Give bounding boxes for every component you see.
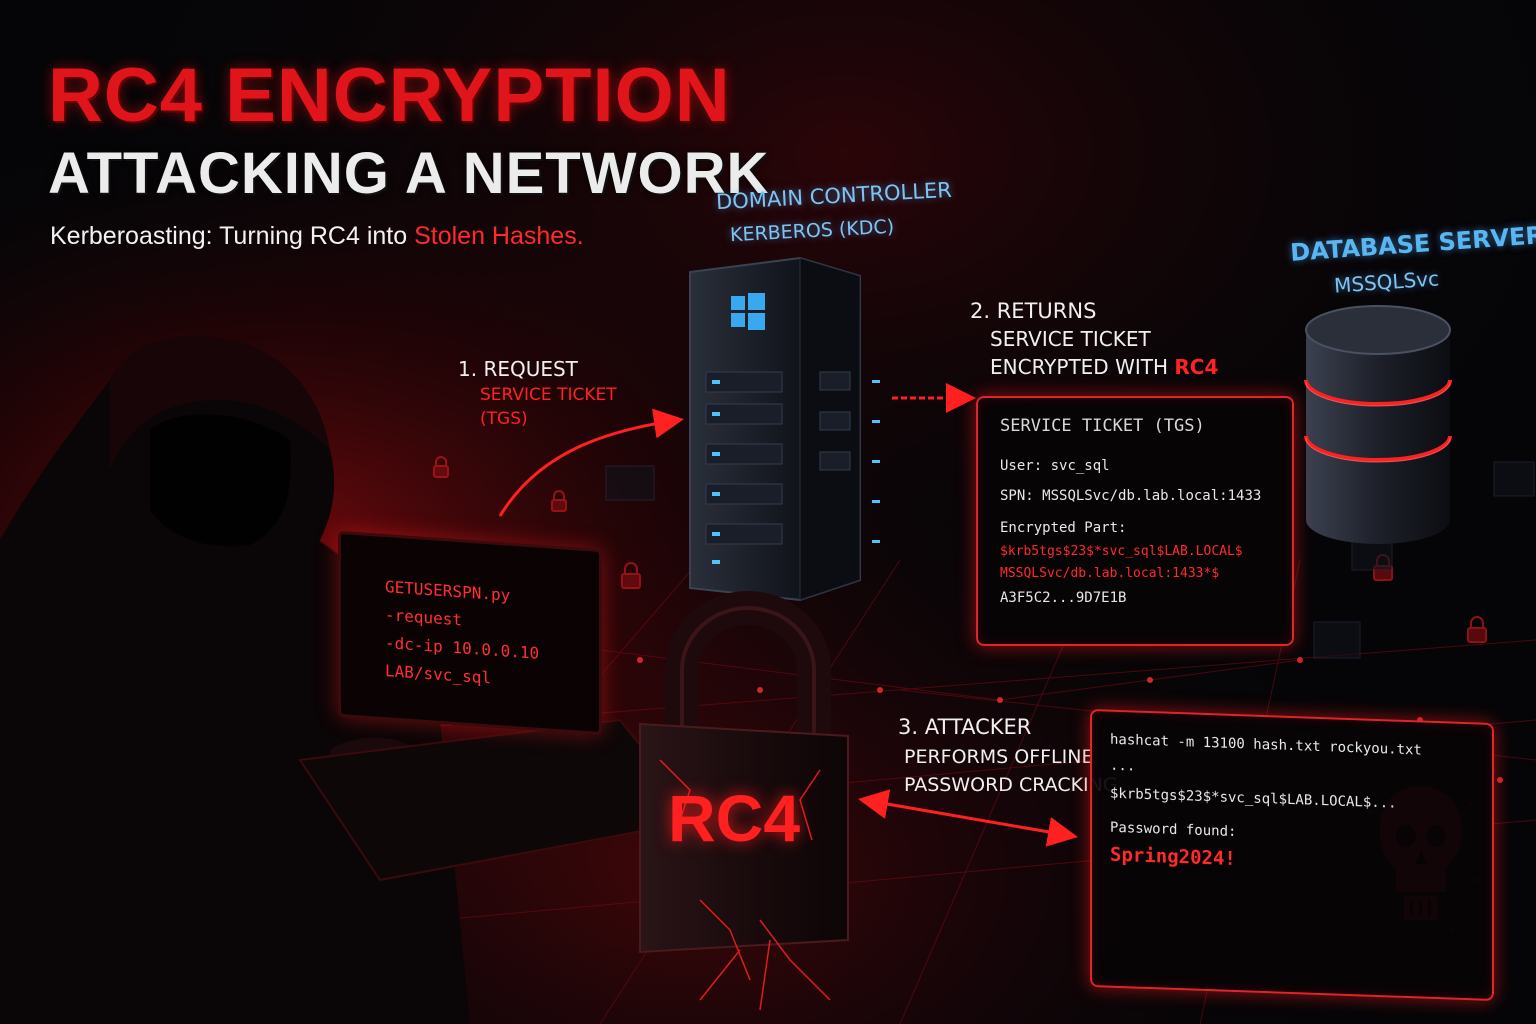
crack-command: hashcat -m 13100 hash.txt rockyou.txt (1110, 731, 1422, 759)
ticket-spn: SPN: MSSQLSvc/db.lab.local:1433 (1000, 488, 1261, 504)
ticket-hash-line-1: $krb5tgs$23$*svc_sql$LAB.LOCAL$ (1000, 544, 1243, 559)
crack-password: Spring2024! (1110, 843, 1236, 871)
step3-number: 3. ATTACKER (898, 715, 1032, 739)
step1-number: 1. REQUEST (458, 357, 578, 381)
service-ticket-panel: SERVICE TICKET (TGS) User: svc_sql SPN: … (976, 396, 1294, 646)
laptop-terminal: GETUSERSPN.py -request -dc-ip 10.0.0.10 … (338, 530, 602, 736)
ticket-spn-value: MSSQLSvc/db.lab.local:1433 (1042, 488, 1262, 504)
ticket-hash-line-2: MSSQLSvc/db.lab.local:1433*$ (1000, 566, 1220, 581)
padlock-icon (639, 591, 849, 1011)
ticket-user-label: User: (1000, 458, 1043, 474)
ticket-user-value: svc_sql (1050, 458, 1110, 474)
step2-line3-prefix: ENCRYPTED WITH (990, 355, 1175, 379)
terminal-line-4: LAB/svc_sql (385, 661, 491, 688)
crack-hash: $krb5tgs$23$*svc_sql$LAB.LOCAL$... (1110, 785, 1397, 812)
ticket-user: User: svc_sql (1000, 458, 1110, 474)
database-cylinder-icon (1304, 305, 1452, 544)
windows-logo-icon (731, 293, 765, 330)
ticket-heading: SERVICE TICKET (TGS) (1000, 416, 1205, 436)
subtitle: Kerberoasting: Turning RC4 into Stolen H… (50, 222, 584, 251)
step1-line2: SERVICE TICKET (480, 385, 617, 405)
cracking-panel: hashcat -m 13100 hash.txt rockyou.txt ..… (1090, 708, 1494, 1002)
domain-controller-server (689, 256, 880, 602)
step2-line3: ENCRYPTED WITH RC4 (990, 354, 1218, 381)
step2-line3-highlight: RC4 (1174, 355, 1219, 379)
crack-found-label: Password found: (1110, 819, 1237, 841)
terminal-line-3: -dc-ip 10.0.0.10 (385, 633, 540, 663)
background-monitor-icons (605, 461, 1535, 659)
subtitle-prefix: Kerberoasting: Turning RC4 into (50, 222, 415, 250)
crack-ellipsis: ... (1110, 757, 1136, 775)
subtitle-highlight: Stolen Hashes. (414, 222, 584, 250)
title-line-2: ATTACKING A NETWORK (48, 141, 770, 206)
ticket-spn-label: SPN: (1000, 488, 1034, 504)
lock-label: RC4 (668, 781, 801, 855)
crack-double-arrow (858, 789, 1078, 847)
ticket-encrypted-label: Encrypted Part: (1000, 520, 1127, 536)
step3-line2: PERFORMS OFFLINE (904, 746, 1094, 768)
terminal-line-1: GETUSERSPN.py (385, 577, 511, 605)
step2-line2: SERVICE TICKET (990, 327, 1151, 351)
title-line-1: RC4 ENCRYPTION (48, 53, 731, 138)
ticket-hash-line-3: A3F5C2...9D7E1B (1000, 590, 1127, 606)
step2-number: 2. RETURNS (970, 299, 1097, 323)
step1-line3: (TGS) (480, 409, 528, 429)
terminal-line-2: -request (385, 605, 463, 630)
step3-line3: PASSWORD CRACKING (904, 774, 1118, 796)
request-arrow (498, 408, 684, 517)
